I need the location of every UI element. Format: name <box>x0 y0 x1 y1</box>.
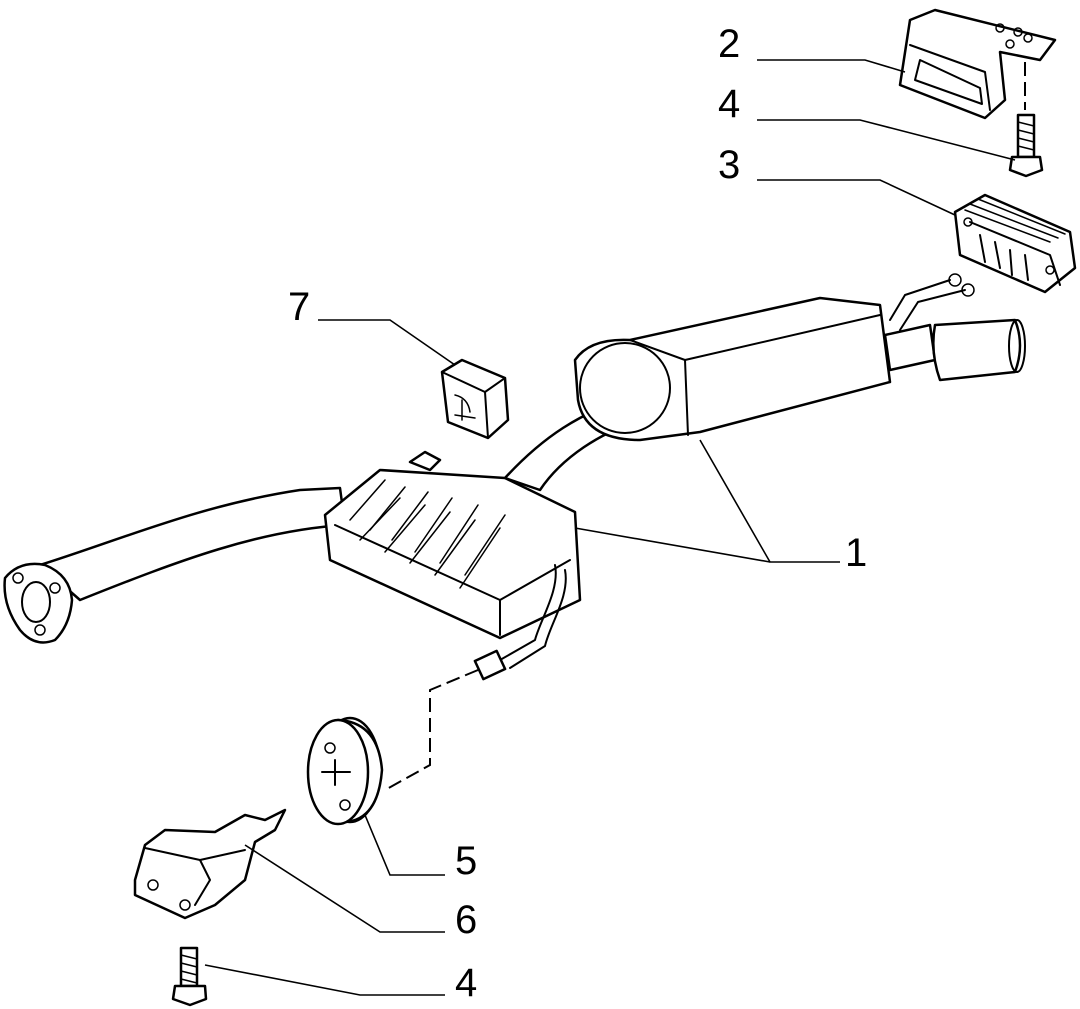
small-hanger-7 <box>440 358 510 440</box>
label-2: 2 <box>718 22 740 66</box>
top-screw <box>1008 113 1044 178</box>
label-3: 3 <box>718 143 740 187</box>
round-hanger-5 <box>306 716 384 826</box>
leader-lines <box>204 59 1016 996</box>
label-1: 1 <box>845 531 867 575</box>
sensor-guide <box>384 669 479 791</box>
bottom-screw <box>171 946 208 1007</box>
rubber-hanger-3 <box>953 193 1077 294</box>
exhaust-system <box>3 273 1026 681</box>
label-4-bottom: 4 <box>455 961 477 1005</box>
label-6: 6 <box>455 898 477 942</box>
label-5: 5 <box>455 839 477 883</box>
top-bracket <box>898 8 1057 120</box>
bottom-bracket <box>133 808 287 920</box>
label-4-top: 4 <box>718 82 740 126</box>
label-7: 7 <box>288 285 310 329</box>
